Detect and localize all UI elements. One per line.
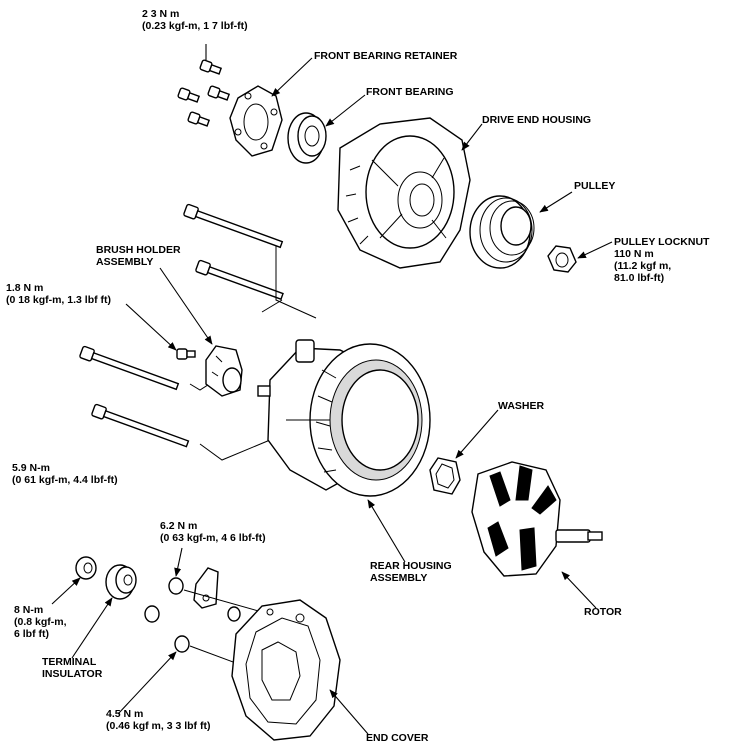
rear-housing-assembly (257, 339, 431, 497)
washer (429, 457, 461, 495)
front-bearing-retainer-label: FRONT BEARING RETAINER (314, 50, 458, 62)
torque-terminal-nut-label: 8 N-m(0.8 kgf-m,6 lbf ft) (14, 604, 67, 640)
pulley (469, 195, 535, 269)
end-cover-label: END COVER (366, 732, 429, 744)
torque-retainer-bolts-label: 2 3 N m(0.23 kgf-m, 1 7 lbf-ft) (142, 8, 248, 32)
brush-holder-screw (176, 348, 196, 360)
retainer-bolts (177, 59, 231, 127)
brush-holder-assembly (205, 345, 243, 397)
through-bolts (79, 203, 284, 448)
front-bearing (287, 112, 327, 164)
nuts-4-5 (144, 605, 190, 653)
pulley-locknut (547, 245, 577, 273)
torque-brush-holder-label: 1.8 N m(0 18 kgf-m, 1.3 lbf ft) (6, 282, 112, 306)
front-bearing-label: FRONT BEARING (366, 86, 454, 98)
pulley-label: PULLEY (574, 180, 616, 192)
torque-through-bolts-label: 5.9 N-m(0 61 kgf-m, 4.4 lbf-ft) (12, 462, 118, 486)
drive-end-housing-label: DRIVE END HOUSING (482, 114, 592, 126)
washer-label: WASHER (498, 400, 545, 412)
front-bearing-retainer (229, 85, 283, 157)
end-cover (231, 599, 341, 741)
rotor-label: ROTOR (584, 606, 622, 618)
terminal-nut-8nm (75, 556, 97, 580)
drive-end-housing (337, 117, 471, 269)
nut-small-right (227, 606, 241, 622)
terminal-insulator (105, 564, 137, 600)
torque-end-cover-nuts-label: 4.5 N m(0.46 kgf m, 3 3 lbf ft) (106, 708, 211, 732)
nut-6-2 (168, 577, 184, 595)
torque-bracket-label: 6.2 N m(0 63 kgf-m, 4 6 lbf-ft) (160, 520, 266, 544)
terminal-bracket (193, 567, 219, 609)
rotor (471, 461, 603, 577)
